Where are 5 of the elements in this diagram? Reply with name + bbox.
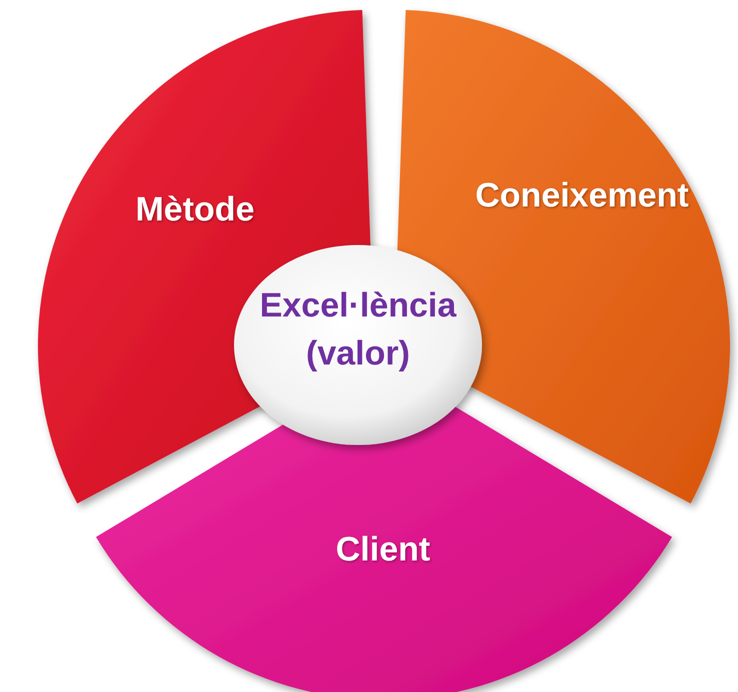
segment-label: Client	[336, 530, 430, 570]
segment-label: Mètode	[135, 190, 254, 230]
center-ellipse	[234, 245, 482, 445]
center-label: Excel·lència (valor)	[258, 285, 458, 374]
segment-label: Coneixement	[475, 176, 689, 216]
